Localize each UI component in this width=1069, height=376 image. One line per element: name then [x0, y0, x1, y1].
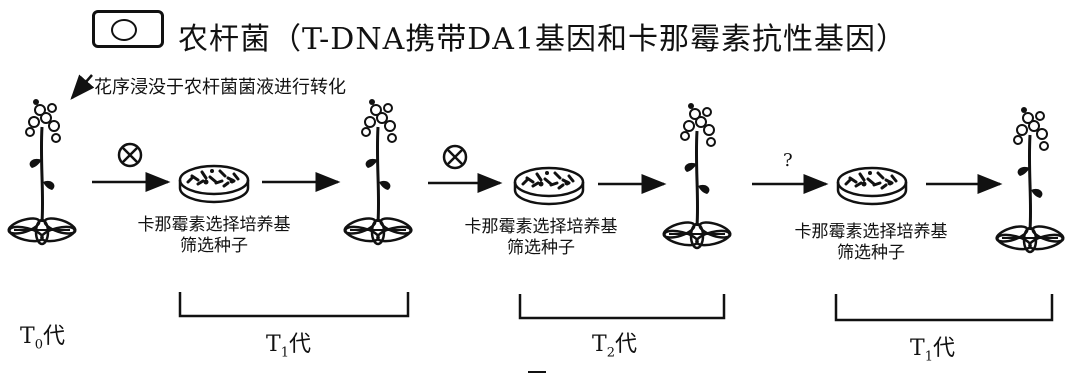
generation-label-t0: T0代 [20, 324, 65, 353]
unknown-step-symbol: ? [783, 150, 793, 171]
generation-label-t1: T1代 [266, 332, 311, 361]
self-cross-icon [117, 142, 143, 168]
agrobacterium-legend-symbol [92, 10, 164, 48]
instruction-text: 花序浸没于农杆菌菌液进行转化 [94, 77, 346, 98]
plasmid-oval-icon [111, 19, 137, 41]
self-cross-icon [442, 144, 468, 170]
medium-line1: 卡那霉素选择培养基 [137, 215, 291, 235]
generation-bracket [834, 294, 1054, 322]
generation-label-t3: T1代 [910, 336, 955, 365]
medium-label-3: 卡那霉素选择培养基 筛选种子 [766, 222, 976, 264]
generation-bracket [518, 294, 726, 320]
plant-t3 [993, 105, 1067, 254]
medium-label-2: 卡那霉素选择培养基 筛选种子 [436, 217, 646, 259]
medium-line1: 卡那霉素选择培养基 [464, 217, 618, 237]
generation-label-t2: T2代 [592, 332, 637, 361]
medium-label-1: 卡那霉素选择培养基 筛选种子 [109, 215, 319, 257]
medium-line1: 卡那霉素选择培养基 [794, 222, 948, 242]
medium-line2: 筛选种子 [180, 236, 248, 256]
medium-line2: 筛选种子 [837, 243, 905, 263]
plant-t0 [5, 97, 79, 246]
petri-dish-icon [836, 166, 908, 206]
legend-label: 农杆菌（T-DNA携带DA1基因和卡那霉素抗性基因） [178, 22, 908, 57]
plant-t2 [660, 101, 734, 250]
plant-t1 [341, 97, 415, 246]
petri-dish-icon [513, 166, 585, 206]
generation-bracket [178, 292, 410, 318]
medium-line2: 筛选种子 [507, 238, 575, 258]
petri-dish-icon [178, 164, 250, 204]
transformation-arrow [70, 74, 95, 100]
